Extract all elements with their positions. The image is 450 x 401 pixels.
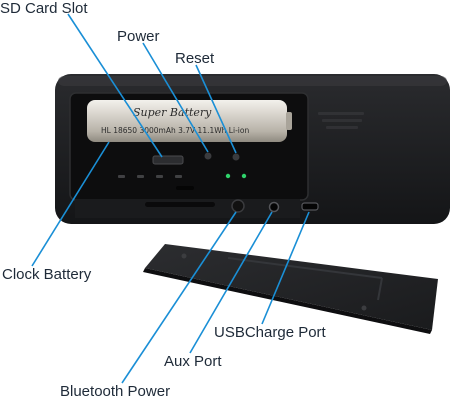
- usb-charge-port: [301, 202, 319, 211]
- leader-aux-port: [189, 211, 273, 354]
- clock-battery-illustration: Super Battery HL 18650 3000mAh 3.7V 11.1…: [87, 100, 292, 142]
- callout-power: Power: [117, 28, 160, 45]
- battery-brand: Super Battery: [133, 106, 212, 119]
- battery-spec: HL 18650 3000mAh 3.7V 11.1Wh Li-ion: [101, 126, 249, 135]
- leader-clock-battery: [31, 141, 110, 267]
- callout-bluetooth-power: Bluetooth Power: [60, 383, 171, 400]
- bottom-slot: [145, 202, 215, 207]
- bluetooth-power-button: [231, 199, 245, 213]
- status-led: [241, 173, 247, 179]
- leader-usb-charge-port: [261, 211, 310, 325]
- callout-clock-battery: Clock Battery: [2, 266, 92, 283]
- embossed-label: [318, 112, 364, 129]
- reset-button: [232, 153, 240, 161]
- leader-bluetooth-power: [121, 211, 237, 384]
- speaker-body: [55, 74, 450, 224]
- status-led: [225, 173, 231, 179]
- leader-power: [142, 42, 209, 153]
- leader-reset: [195, 64, 237, 154]
- leader-sd-card-slot: [67, 13, 163, 158]
- callout-aux-port: Aux Port: [164, 353, 222, 370]
- callout-usb-charge-port: USBCharge Port: [214, 324, 326, 341]
- power-button: [204, 152, 212, 160]
- callout-sd-card-slot: SD Card Slot: [0, 0, 88, 17]
- aux-port: [268, 201, 280, 213]
- leader-lines: [31, 13, 310, 384]
- cover-plate: [143, 244, 438, 334]
- sd-card-slot: [152, 155, 184, 165]
- callout-reset: Reset: [175, 50, 215, 67]
